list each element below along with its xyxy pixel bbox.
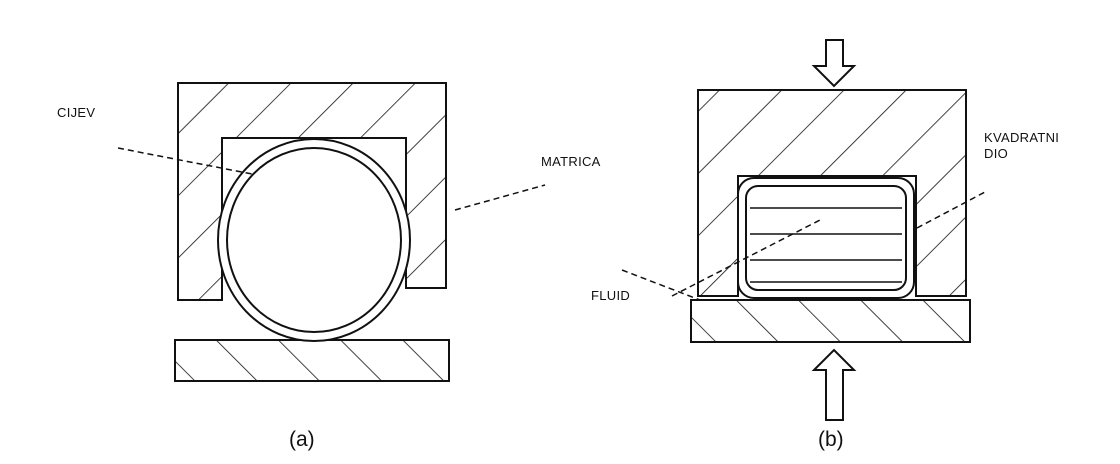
label-fluid: FLUID	[591, 288, 631, 303]
tube-inner-b	[745, 185, 907, 291]
die-lower-a	[174, 339, 450, 382]
label-die: MATRICA	[541, 154, 601, 169]
label-tube: CIJEV	[57, 105, 96, 120]
press-arrow-up-icon	[811, 348, 857, 421]
die-upper-a	[177, 82, 447, 301]
panel-a	[117, 82, 546, 382]
leader-tube-a	[117, 147, 253, 175]
caption-a: (a)	[289, 428, 315, 451]
leader-square-part-b	[916, 191, 986, 229]
caption-b: (b)	[818, 428, 844, 451]
tube-inner-a	[226, 147, 402, 333]
leader-die-b	[621, 269, 701, 301]
label-square-part-line1: KVADRATNI	[984, 130, 1060, 145]
label-square-part-line2: DIO	[984, 146, 1009, 161]
die-upper-b	[697, 89, 967, 297]
leader-die-a	[454, 184, 546, 211]
panel-b	[621, 39, 986, 421]
press-arrow-down-icon	[811, 39, 857, 88]
leader-fluid-b	[671, 219, 821, 297]
die-lower-b	[690, 299, 971, 343]
fluid-lines	[750, 207, 902, 283]
